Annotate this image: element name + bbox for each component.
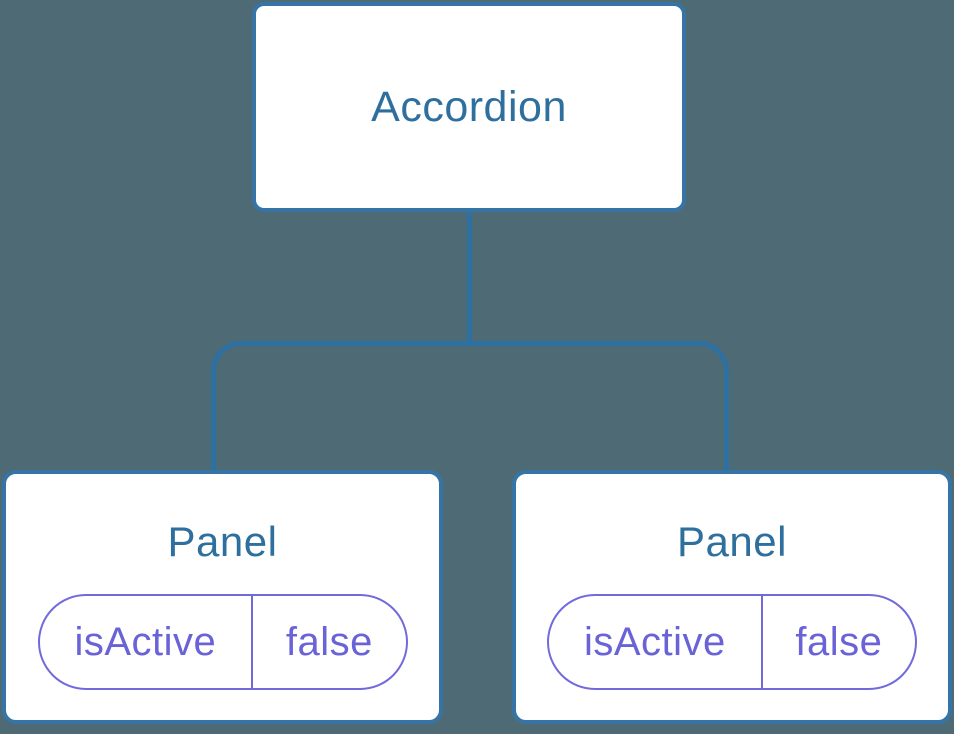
node-panel-left-label: Panel <box>167 518 278 565</box>
node-panel-right-label: Panel <box>677 518 787 565</box>
edge-root-stem <box>467 210 472 346</box>
prop-pill-left: isActive false <box>37 594 408 690</box>
prop-name: isActive <box>74 619 217 664</box>
node-accordion: Accordion <box>252 2 686 212</box>
node-panel-left: Panel isActive false <box>2 470 443 724</box>
prop-pill-right: isActive false <box>547 594 917 690</box>
node-accordion-label: Accordion <box>371 82 567 131</box>
prop-value: false <box>251 596 405 688</box>
node-panel-right: Panel isActive false <box>512 470 952 724</box>
prop-name: isActive <box>583 619 726 664</box>
prop-value: false <box>760 596 915 688</box>
edge-branch-bracket <box>211 341 729 472</box>
